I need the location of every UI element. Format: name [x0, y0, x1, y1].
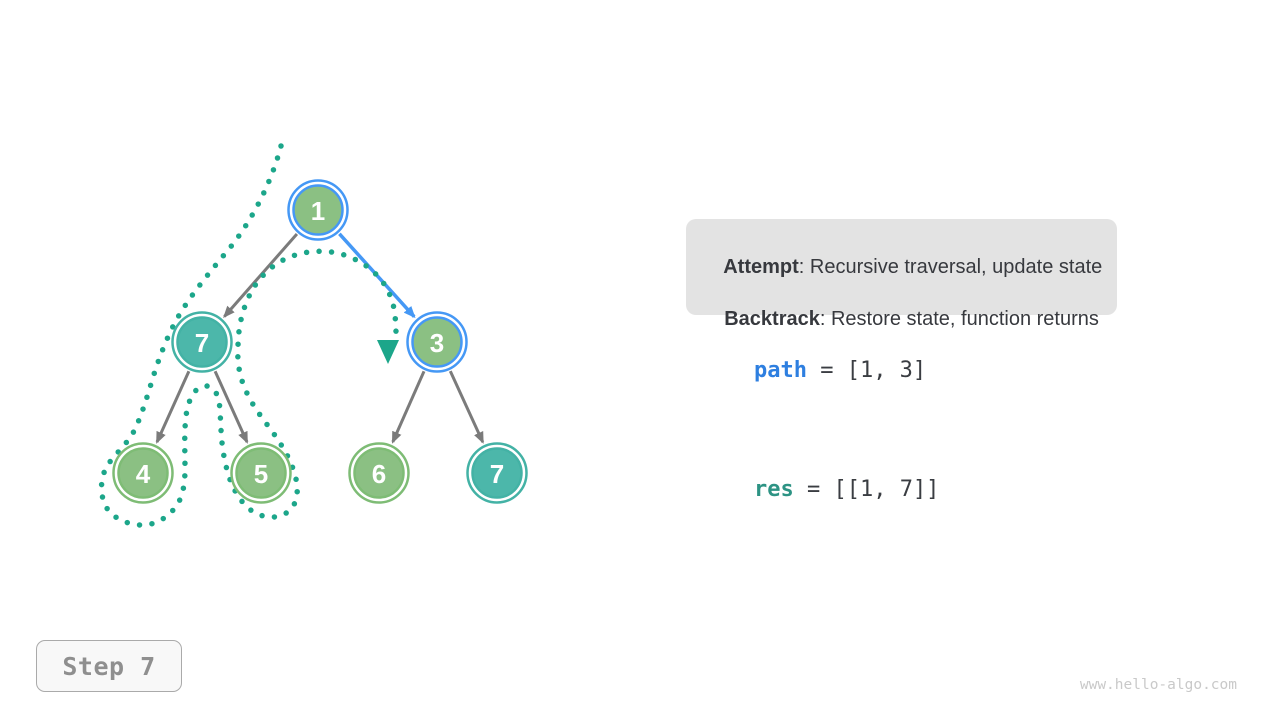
- watermark: www.hello-algo.com: [1079, 677, 1237, 693]
- node-3-label: 3: [430, 328, 444, 358]
- backtrack-line: Backtrack: Restore state, function retur…: [702, 283, 1099, 355]
- edge-7-4: [155, 370, 191, 444]
- node-3-outer-ring: [406, 311, 468, 373]
- node-7-right-circle: [471, 447, 523, 499]
- path-variable-value: = [1, 3]: [806, 358, 927, 384]
- tree-node-6: 6: [348, 442, 410, 504]
- step-indicator[interactable]: Step 7: [36, 640, 182, 692]
- tree-node-7-left: 7: [171, 311, 233, 373]
- node-4-outer-ring: [112, 442, 174, 504]
- edge-3-7: [448, 370, 485, 444]
- edge-1-7: [223, 233, 299, 319]
- node-6-label: 6: [372, 459, 386, 489]
- attempt-chip: Attempt: Recursive traversal, update sta…: [686, 219, 1118, 315]
- node-7-left-label: 7: [195, 328, 209, 358]
- backtrack-text: : Restore state, function returns: [819, 308, 1099, 330]
- node-1-circle: [292, 184, 344, 236]
- tree-nodes: 1 7 3 4 5 6 7: [112, 179, 528, 504]
- node-7-left-outer-ring: [171, 311, 233, 373]
- node-7-left-circle: [176, 316, 228, 368]
- node-5-outer-ring: [230, 442, 292, 504]
- node-7-right-label: 7: [490, 459, 504, 489]
- attempt-text: : Recursive traversal, update state: [798, 256, 1103, 278]
- attempt-label: Attempt: [723, 256, 799, 278]
- res-variable-name: res: [753, 477, 794, 503]
- node-7-right-outer-ring: [466, 442, 528, 504]
- node-1-outer-ring: [287, 179, 349, 241]
- binary-tree-diagram: 1 7 3 4 5 6 7: [98, 143, 528, 528]
- node-5-label: 5: [254, 459, 268, 489]
- tree-node-5: 5: [230, 442, 292, 504]
- tree-edges: [155, 232, 485, 444]
- node-6-circle: [353, 447, 405, 499]
- node-6-outer-ring: [348, 442, 410, 504]
- node-4-circle: [117, 447, 169, 499]
- tree-node-7-right: 7: [466, 442, 528, 504]
- res-variable-value: = [[1, 7]]: [793, 477, 940, 503]
- tree-node-4: 4: [112, 442, 174, 504]
- node-3-circle: [411, 316, 463, 368]
- node-5-circle: [235, 447, 287, 499]
- edge-7-5: [213, 370, 249, 444]
- path-variable-name: path: [753, 358, 807, 384]
- tree-node-1: 1: [287, 179, 349, 241]
- edge-3-6: [391, 370, 426, 444]
- tree-node-3: 3: [406, 311, 468, 373]
- traversal-trail-dotted-path: [98, 143, 399, 528]
- res-variable-line: res = [[1, 7]]: [701, 451, 939, 530]
- node-1-label: 1: [311, 196, 325, 226]
- path-variable-line: path = [1, 3]: [701, 332, 926, 411]
- node-4-label: 4: [136, 459, 151, 489]
- traversal-trail-arrowhead: [377, 340, 399, 364]
- backtrack-label: Backtrack: [724, 308, 820, 330]
